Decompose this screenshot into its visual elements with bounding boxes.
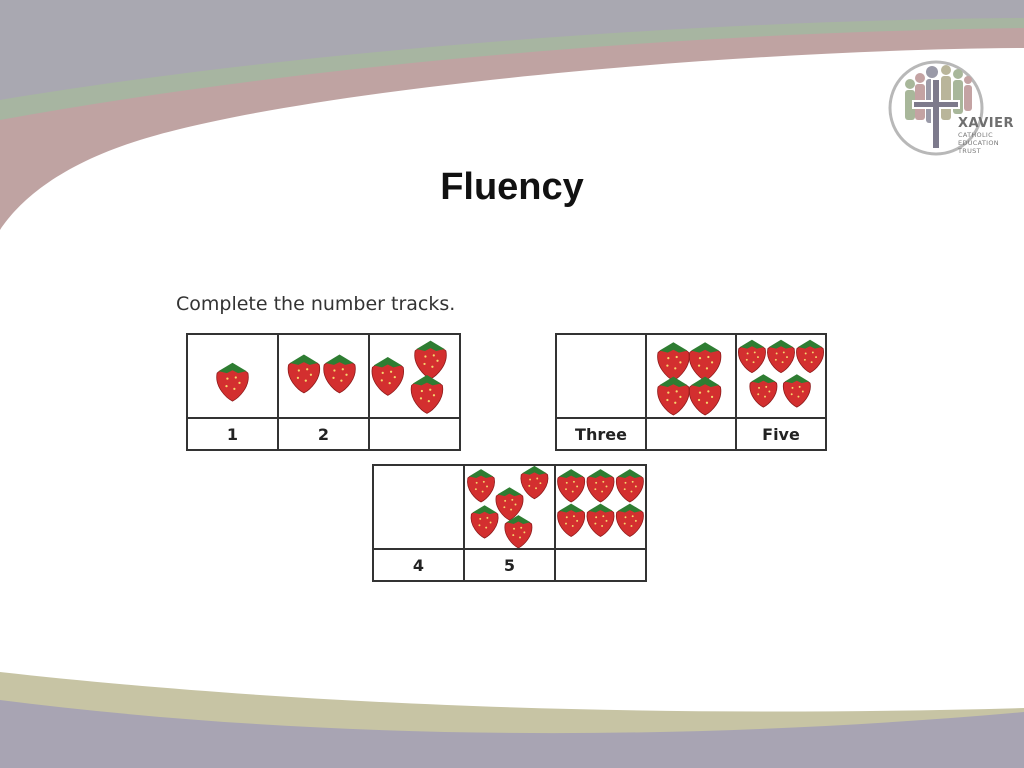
xavier-logo [888, 56, 1020, 168]
track-picture-cell [277, 333, 370, 419]
strawberry-icon [410, 375, 444, 414]
people-cross-icon [888, 60, 984, 156]
track-picture-cell [372, 464, 465, 550]
strawberry-icon [657, 342, 690, 382]
track-number-cell: 5 [463, 548, 556, 582]
strawberry-icon [782, 374, 811, 408]
strawberry-icon [287, 354, 321, 394]
logo-line-1: CATHOLIC [958, 131, 993, 139]
strawberry-icon [688, 376, 722, 416]
strawberry-icon [414, 340, 447, 380]
track-number-cell: Three [555, 417, 647, 451]
instruction-text: Complete the number tracks. [176, 293, 456, 315]
track-number-cell: 1 [186, 417, 279, 451]
logo-line-3: TRUST [958, 147, 981, 155]
strawberry-icon [216, 362, 249, 402]
strawberry-group [657, 342, 722, 416]
strawberry-group [467, 466, 549, 548]
strawberry-icon [495, 487, 524, 521]
strawberry-icon [688, 342, 722, 382]
track-number-cell[interactable] [368, 417, 461, 451]
track-picture-cell [463, 464, 556, 550]
strawberry-group [557, 469, 644, 537]
strawberry-icon [796, 339, 824, 374]
track-picture-cell [368, 333, 461, 419]
strawberry-icon [520, 466, 549, 500]
track-number-cell[interactable] [554, 548, 647, 582]
logo-line-2: EDUCATION [958, 139, 999, 147]
track-picture-cell [735, 333, 827, 419]
strawberry-icon [615, 503, 644, 537]
strawberry-icon [470, 505, 499, 539]
strawberry-icon [557, 469, 586, 503]
logo-name: XAVIER [958, 116, 1014, 131]
track-number-cell[interactable] [645, 417, 737, 451]
strawberry-icon [586, 503, 615, 537]
number-track-3: 4 5 [372, 464, 647, 582]
strawberry-icon [371, 357, 404, 396]
strawberry-icon [557, 503, 586, 537]
strawberry-group [287, 354, 356, 394]
strawberry-icon [504, 515, 533, 548]
track-number-cell: 2 [277, 417, 370, 451]
strawberry-group [371, 340, 447, 414]
track-picture-cell [186, 333, 279, 419]
strawberry-icon [586, 469, 615, 503]
strawberry-group [216, 362, 249, 402]
number-track-2: Three Five [555, 333, 827, 451]
strawberry-group [738, 339, 824, 408]
track-number-cell: 4 [372, 548, 465, 582]
strawberry-group [557, 335, 645, 417]
strawberry-icon [467, 469, 495, 503]
track-picture-cell [555, 333, 647, 419]
strawberry-icon [749, 374, 778, 408]
logo-text: XAVIER CATHOLIC EDUCATION TRUST [958, 116, 1014, 155]
track-picture-cell [554, 464, 647, 550]
strawberry-icon [615, 469, 644, 503]
strawberry-icon [657, 376, 690, 416]
slide-title: Fluency [440, 166, 584, 208]
track-picture-cell [645, 333, 737, 419]
strawberry-group [374, 466, 463, 548]
track-number-cell: Five [735, 417, 827, 451]
number-track-1: 1 2 [186, 333, 461, 451]
strawberry-icon [738, 339, 766, 374]
strawberry-icon [767, 339, 795, 374]
strawberry-icon [323, 354, 356, 394]
